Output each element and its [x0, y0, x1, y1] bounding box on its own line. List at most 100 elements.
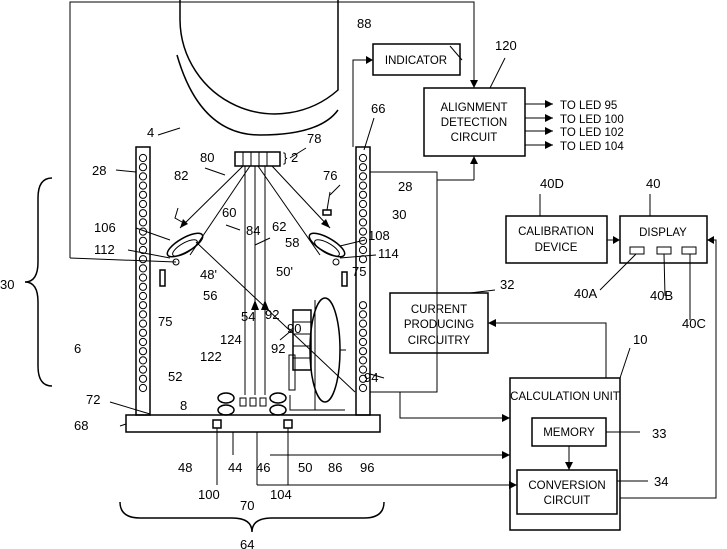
led — [139, 283, 146, 290]
indicator-box: INDICATOR — [373, 44, 460, 75]
ref-label-44: 44 — [228, 460, 242, 475]
leader-line — [110, 402, 150, 414]
ref-label-40A: 40A — [574, 286, 597, 301]
ref-label-54: 54 — [241, 309, 255, 324]
led — [359, 228, 366, 235]
leader-line — [255, 238, 270, 245]
led — [139, 164, 146, 171]
led — [359, 154, 366, 161]
led — [139, 329, 146, 336]
ref-label-92a: 92 — [265, 307, 279, 322]
calculation-box: CALCULATION UNIT MEMORY CONVERSION CIRCU… — [510, 378, 620, 530]
svg-text:CIRCUIT: CIRCUIT — [544, 495, 591, 507]
leader-line — [490, 58, 505, 88]
led — [139, 357, 146, 364]
ref-label-86: 86 — [328, 460, 342, 475]
leader-line — [205, 168, 225, 175]
svg-text:INDICATOR: INDICATOR — [385, 55, 447, 67]
led — [359, 338, 366, 345]
ref-label-62: 62 — [272, 219, 286, 234]
ref-label-40C: 40C — [682, 316, 706, 331]
ref-label-104: 104 — [270, 487, 292, 502]
led — [359, 302, 366, 309]
led — [139, 338, 146, 345]
ref-label-52: 52 — [168, 369, 182, 384]
svg-text:CIRCUITRY: CIRCUITRY — [408, 335, 471, 347]
ref-label-92b: 92 — [271, 341, 285, 356]
led — [359, 182, 366, 189]
svg-text:CIRCUIT: CIRCUIT — [451, 132, 498, 144]
ref-label-40D: 40D — [540, 176, 564, 191]
ref-label-78: 78 — [307, 131, 321, 146]
ref-label-46: 46 — [256, 460, 270, 475]
led — [359, 219, 366, 226]
ref-label-100: 100 — [198, 487, 220, 502]
leader-line — [330, 185, 340, 195]
current-box: CURRENT PRODUCING CIRCUITRY — [390, 293, 488, 353]
ref-label-30R: 30 — [392, 207, 406, 222]
led — [139, 154, 146, 161]
ref-label-28L: 28 — [92, 163, 106, 178]
display-box: DISPLAY — [620, 216, 707, 263]
output-label: TO LED 100 — [560, 114, 624, 126]
ref-label-58: 58 — [285, 235, 299, 250]
output-arrow — [545, 114, 553, 122]
ref-label-56: 56 — [203, 288, 217, 303]
leader-line — [340, 240, 365, 246]
ref-label-6: 6 — [74, 341, 81, 356]
output-arrow — [545, 100, 553, 108]
svg-text:CALCULATION UNIT: CALCULATION UNIT — [510, 391, 620, 403]
lens-2 — [235, 152, 280, 166]
ref-label-76: 76 — [323, 168, 337, 183]
leader-line — [158, 128, 180, 135]
led — [139, 200, 146, 207]
ref-label-72: 72 — [86, 392, 100, 407]
svg-text:MEMORY: MEMORY — [543, 427, 595, 439]
ref-label-96: 96 — [360, 460, 374, 475]
led — [139, 274, 146, 281]
ref-label-32: 32 — [500, 277, 514, 292]
led — [359, 246, 366, 253]
ref-label-66: 66 — [371, 101, 385, 116]
ref-label-90: 90 — [287, 321, 301, 336]
led — [139, 256, 146, 263]
svg-text:PRODUCING: PRODUCING — [404, 319, 474, 331]
ref-label-106: 106 — [94, 220, 116, 235]
led — [139, 265, 146, 272]
led — [139, 182, 146, 189]
led — [139, 384, 146, 391]
small-parts — [160, 192, 347, 286]
ref-label-60: 60 — [222, 205, 236, 220]
led — [139, 302, 146, 309]
svg-text:ALIGNMENT: ALIGNMENT — [440, 102, 507, 114]
ref-label-75L: 75 — [158, 314, 172, 329]
svg-text:CALIBRATION: CALIBRATION — [518, 226, 594, 238]
svg-text:CURRENT: CURRENT — [411, 304, 467, 316]
ref-label-33: 33 — [652, 426, 666, 441]
ref-label-120: 120 — [495, 38, 517, 53]
ref-label-68: 68 — [74, 418, 88, 433]
leader-line — [128, 250, 170, 258]
ref-label-30L: 30 — [0, 277, 14, 292]
led — [359, 191, 366, 198]
ref-label-84: 84 — [246, 223, 260, 238]
output-label: TO LED 104 — [560, 141, 624, 153]
led — [139, 375, 146, 382]
alignment-box: ALIGNMENT DETECTION CIRCUIT — [424, 88, 525, 156]
leader-line — [116, 170, 136, 172]
led — [139, 219, 146, 226]
ref-label-94: 94 — [364, 370, 378, 385]
output-label: TO LED 95 — [560, 100, 617, 112]
ref-label-122: 122 — [200, 349, 222, 364]
ref-label-4: 4 — [147, 125, 154, 140]
leader-line — [120, 424, 126, 426]
led — [139, 210, 146, 217]
base-plate — [126, 415, 380, 432]
led — [139, 366, 146, 373]
ref-label-82: 82 — [174, 168, 188, 183]
detectors — [213, 393, 292, 485]
led — [359, 329, 366, 336]
left-led-array — [139, 154, 146, 391]
svg-text:DISPLAY: DISPLAY — [639, 227, 687, 239]
output-arrow — [545, 141, 553, 149]
